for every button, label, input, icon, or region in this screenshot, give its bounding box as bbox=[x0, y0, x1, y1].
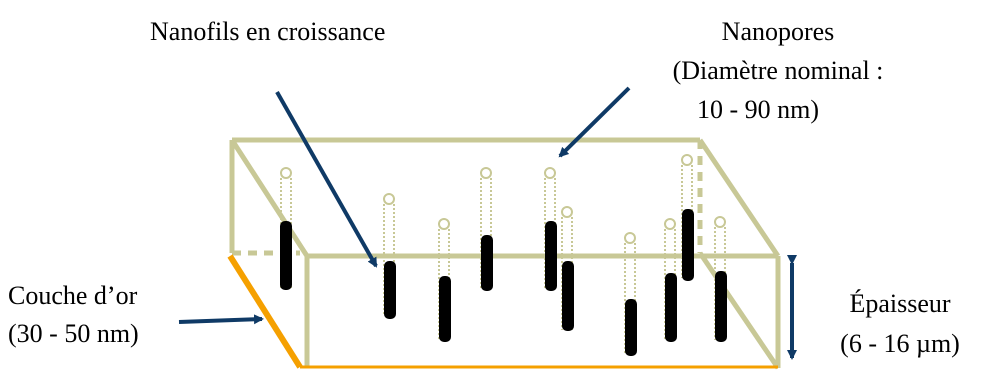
gold-layer-title: Couche d’or bbox=[8, 281, 138, 310]
arrows bbox=[178, 86, 797, 360]
gold-layer-range: (30 - 50 nm) bbox=[8, 319, 139, 348]
nanopores-title: Nanopores bbox=[722, 17, 835, 46]
membrane-box bbox=[229, 137, 781, 370]
nanowires-label: Nanofils en croissance bbox=[150, 17, 385, 46]
gold-layer bbox=[227, 254, 778, 369]
thickness-range: (6 - 16 µm) bbox=[840, 329, 960, 358]
nanowires-arrow bbox=[275, 91, 378, 268]
nanowires bbox=[280, 209, 727, 356]
nanopores-range: 10 - 90 nm) bbox=[697, 95, 819, 124]
nanopores-arrow bbox=[558, 86, 631, 158]
gold-layer-arrow bbox=[178, 314, 264, 325]
thickness-title: Épaisseur bbox=[849, 289, 950, 318]
nanopores-diameter: (Diamètre nominal : bbox=[673, 56, 884, 85]
